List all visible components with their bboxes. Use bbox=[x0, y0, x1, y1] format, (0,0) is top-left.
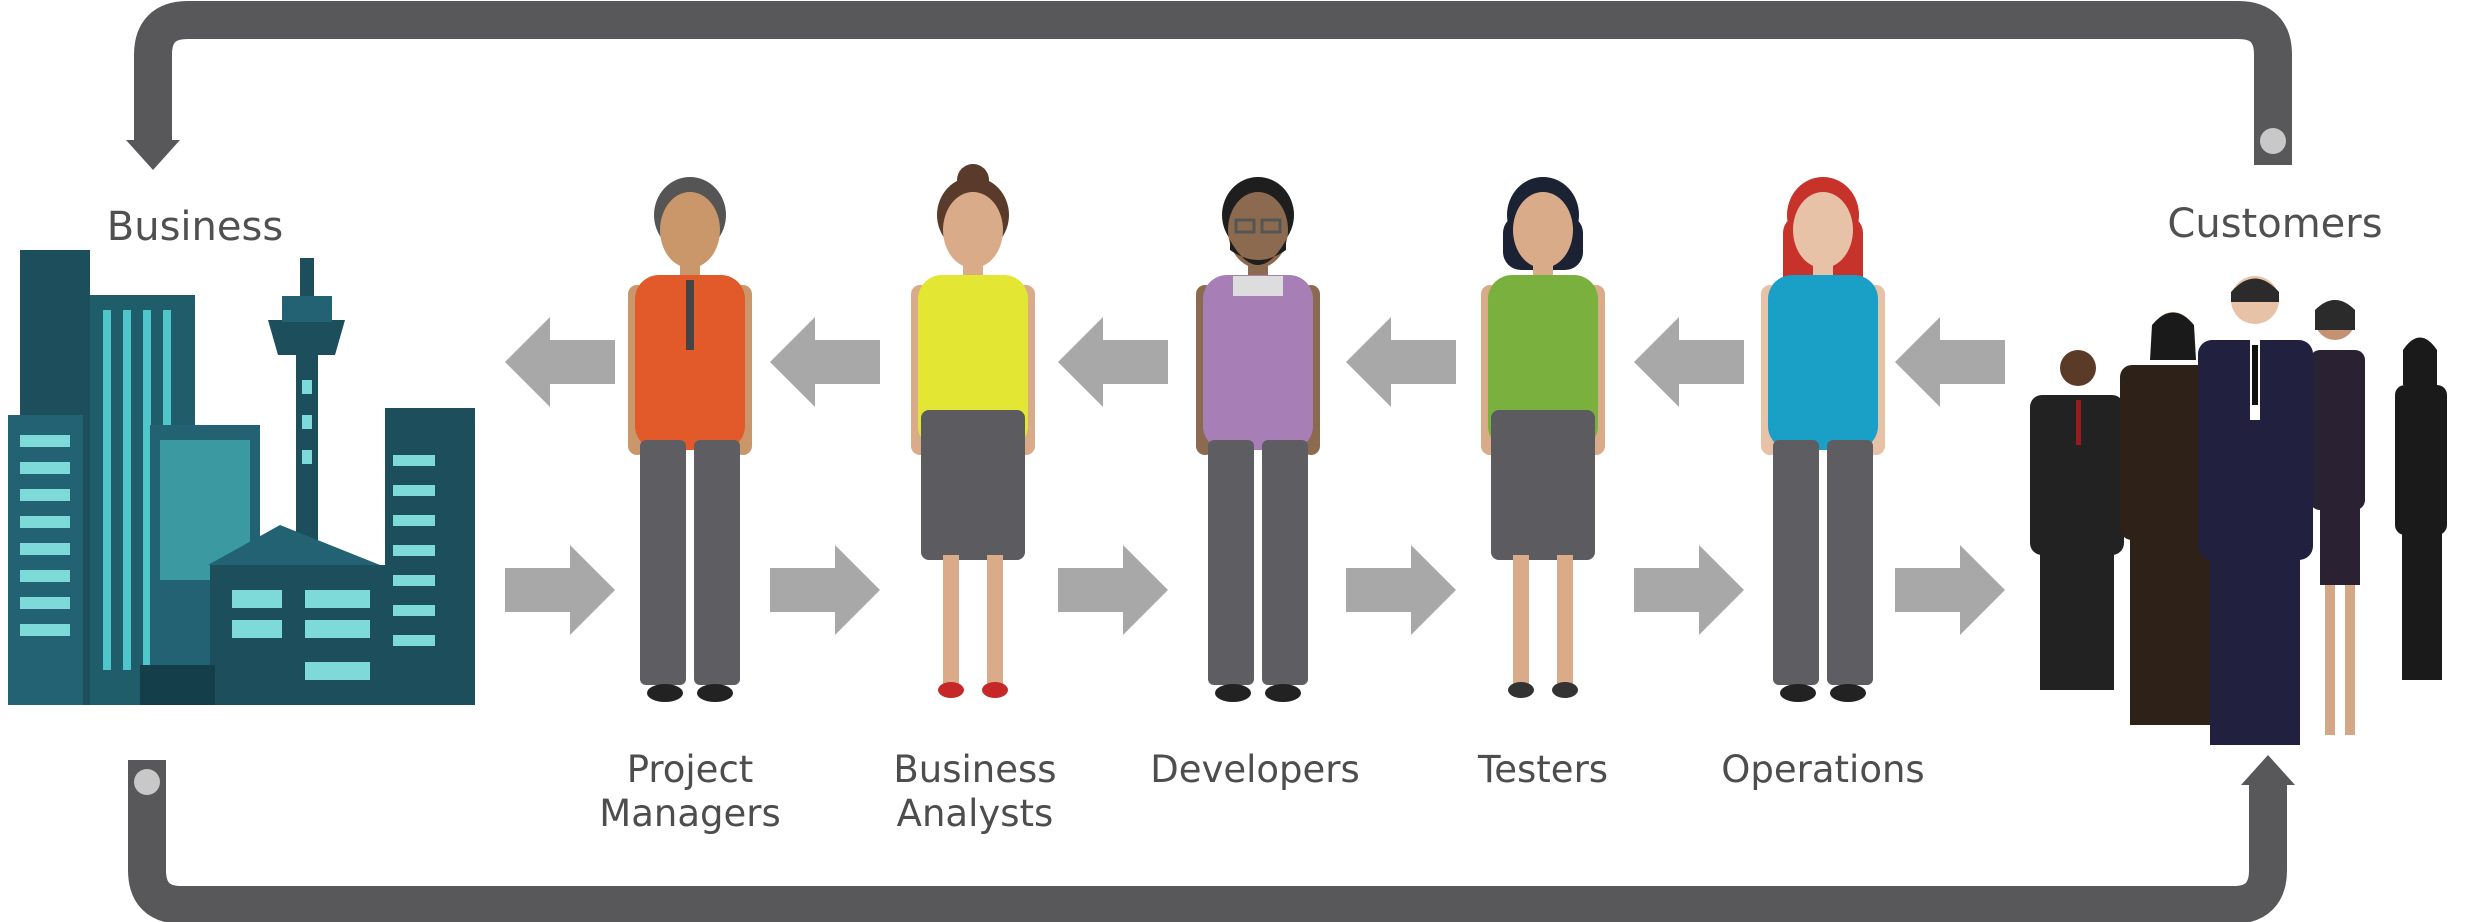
feedback-arrow-icon bbox=[1058, 317, 1168, 407]
flow-arrow-icon bbox=[770, 545, 880, 635]
role-label-testers: Testers bbox=[1477, 748, 1609, 791]
operations-engineer-figure-icon bbox=[1761, 177, 1885, 702]
feedback-arrow-icon bbox=[1895, 317, 2005, 407]
customer-group-icon bbox=[2030, 276, 2447, 745]
feedback-arrow-icon bbox=[1346, 317, 1456, 407]
loop-arrowhead-up bbox=[2241, 755, 2295, 785]
flow-arrow-icon bbox=[1895, 545, 2005, 635]
feedback-loop-top bbox=[126, 1, 2292, 170]
role-label-developers: Developers bbox=[1150, 748, 1360, 791]
flow-arrow-icon bbox=[1634, 545, 1744, 635]
business-label: Business bbox=[106, 204, 284, 250]
flow-arrow-icon bbox=[1058, 545, 1168, 635]
city-buildings-icon bbox=[8, 250, 475, 705]
feedback-arrow-icon bbox=[505, 317, 615, 407]
developer-figure-icon bbox=[1196, 177, 1320, 702]
feedback-arrow-icon bbox=[770, 317, 880, 407]
project-manager-figure-icon bbox=[628, 177, 752, 702]
business-analyst-figure-icon bbox=[911, 164, 1035, 698]
flow-arrow-icon bbox=[505, 545, 615, 635]
role-label-operations: Operations bbox=[1721, 748, 1925, 791]
loop-dot bbox=[134, 769, 160, 795]
loop-arrowhead-down bbox=[126, 140, 180, 170]
feedback-loop-bottom bbox=[128, 755, 2295, 922]
flow-arrow-icon bbox=[1346, 545, 1456, 635]
feedback-arrow-icon bbox=[1634, 317, 1744, 407]
tester-figure-icon bbox=[1481, 177, 1605, 698]
loop-dot bbox=[2260, 128, 2286, 154]
customers-label: Customers bbox=[2167, 201, 2383, 247]
